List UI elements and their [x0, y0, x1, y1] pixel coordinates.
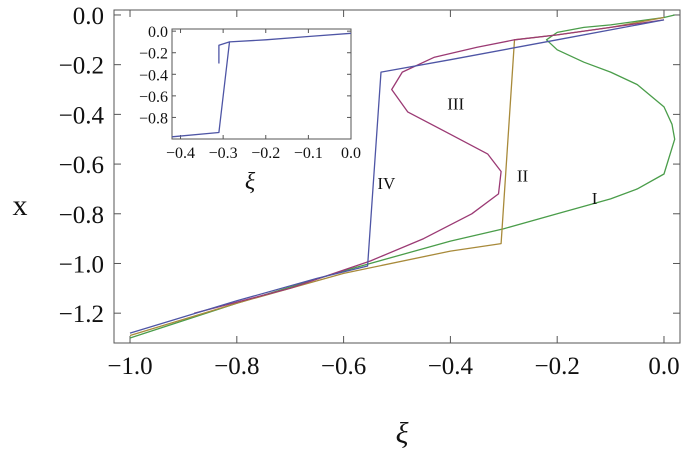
main-x-tick-label: −1.0 — [107, 353, 152, 380]
inset-series — [171, 32, 352, 138]
main-ticks — [114, 10, 680, 343]
inset-x-tick-labels: −0.4 −0.3 −0.2 −0.1 0.0 — [166, 145, 361, 162]
main-curve-label: IV — [377, 174, 396, 193]
inset-curve-2 — [218, 41, 230, 64]
main-curve-label: I — [592, 189, 598, 208]
main-plot-frame — [113, 9, 681, 344]
main-y-tick-label: −0.4 — [59, 102, 105, 129]
main-x-tick-labels: −1.0 −0.8 −0.6 −0.4 −0.2 0.0 — [107, 353, 679, 380]
main-y-tick-label: −1.2 — [59, 301, 104, 328]
inset-y-tick-label: −0.2 — [139, 46, 168, 63]
main-x-tick-label: −0.8 — [214, 353, 259, 380]
inset-ticks — [172, 29, 352, 139]
main-y-axis-label: x — [13, 189, 28, 222]
inset-y-tick-label: −0.8 — [139, 110, 168, 127]
main-x-tick-label: −0.2 — [535, 353, 580, 380]
main-x-tick-label: −0.6 — [321, 353, 366, 380]
inset-y-tick-label: −0.4 — [139, 67, 168, 84]
main-curve-iv — [129, 19, 665, 334]
inset-y-tick-label: −0.6 — [139, 89, 168, 106]
inset-plot-frame — [171, 28, 352, 140]
main-curve-label: III — [447, 94, 464, 113]
inset-x-tick-label: −0.3 — [209, 145, 238, 162]
main-y-tick-label: −0.8 — [59, 202, 104, 229]
inset-x-tick-label: −0.2 — [251, 145, 280, 162]
main-x-tick-label: 0.0 — [648, 353, 679, 380]
inset-x-axis-label: ξ — [245, 169, 256, 195]
main-y-tick-label: 0.0 — [73, 3, 104, 30]
main-y-tick-labels: 0.0 −0.2 −0.4 −0.6 −0.8 −1.0 −1.2 — [59, 3, 105, 328]
main-x-axis-label: ξ — [396, 417, 409, 450]
main-series — [129, 14, 676, 339]
main-y-tick-label: −0.2 — [59, 53, 104, 80]
main-y-tick-label: −1.0 — [59, 251, 104, 278]
inset-background — [168, 25, 356, 145]
main-curve-i — [129, 14, 676, 339]
main-x-tick-label: −0.4 — [428, 353, 474, 380]
main-curve-iii — [193, 19, 665, 314]
inset-y-tick-labels: 0.0 −0.2 −0.4 −0.6 −0.8 — [139, 24, 168, 127]
main-y-tick-label: −0.6 — [59, 152, 104, 179]
inset-x-tick-label: 0.0 — [341, 145, 361, 162]
inset-x-tick-label: −0.4 — [166, 145, 195, 162]
inset-curve-1 — [171, 32, 352, 138]
inset-x-tick-label: −0.1 — [294, 145, 323, 162]
main-curve-label: II — [517, 166, 529, 185]
inset-y-tick-label: 0.0 — [148, 24, 168, 41]
